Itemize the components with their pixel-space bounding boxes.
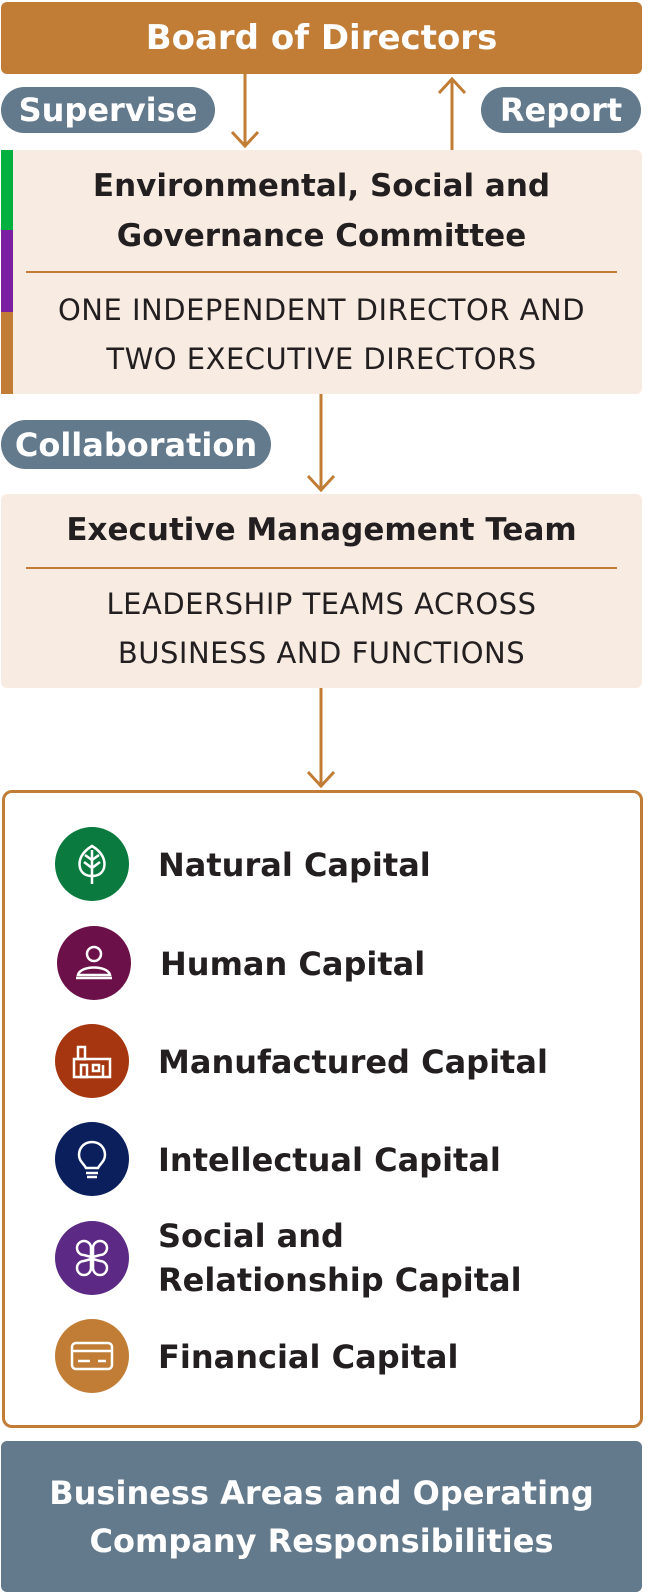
emt-divider [26, 567, 617, 569]
board-label: Board of Directors [145, 18, 498, 58]
esg-stripe-purple [1, 230, 13, 312]
supervise-label: Supervise [18, 91, 198, 129]
report-arrow-up [437, 76, 467, 150]
esg-stripe-green [1, 150, 13, 230]
social-capital-label-line1: Social and [158, 1217, 344, 1255]
supervise-arrow-down [230, 74, 260, 149]
esg-title-line2: Governance Committee [116, 218, 527, 254]
emt-sub-line1: LEADERSHIP TEAMS ACROSS [106, 587, 537, 621]
emt-to-capitals-arrow [306, 688, 336, 789]
esg-sub-line2: TWO EXECUTIVE DIRECTORS [106, 342, 537, 376]
person-icon [57, 926, 131, 1000]
report-pill: Report [481, 87, 641, 133]
esg-stripe-orange [1, 312, 13, 394]
human-capital-label: Human Capital [160, 945, 426, 983]
emt-sub-line2: BUSINESS AND FUNCTIONS [117, 636, 526, 670]
four-petal-icon [55, 1221, 129, 1295]
lightbulb-icon [55, 1122, 129, 1196]
report-label: Report [499, 91, 623, 129]
business-areas-bar: Business Areas and Operating Company Res… [1, 1441, 642, 1592]
esg-sub-line1: ONE INDEPENDENT DIRECTOR AND [57, 293, 586, 327]
business-areas-line1: Business Areas and Operating [49, 1473, 594, 1512]
financial-capital-label: Financial Capital [158, 1338, 459, 1376]
social-capital-label-line2: Relationship Capital [158, 1261, 522, 1299]
collaboration-label: Collaboration [14, 425, 258, 464]
esg-to-emt-arrow [306, 394, 336, 493]
supervise-pill: Supervise [1, 87, 215, 133]
business-areas-line2: Company Responsibilities [89, 1521, 554, 1560]
factory-icon [55, 1024, 129, 1098]
card-icon [55, 1319, 129, 1393]
esg-divider [26, 271, 617, 273]
capitals-box: Natural Capital Human Capital Manufactur… [2, 790, 643, 1428]
esg-committee-panel: Environmental, Social and Governance Com… [1, 150, 642, 394]
intellectual-capital-label: Intellectual Capital [158, 1141, 501, 1179]
natural-capital-label: Natural Capital [158, 846, 431, 884]
esg-title-line1: Environmental, Social and [92, 168, 551, 204]
board-of-directors: Board of Directors [1, 2, 642, 74]
collaboration-pill: Collaboration [1, 420, 271, 469]
emt-title: Executive Management Team [66, 512, 577, 548]
manufactured-capital-label: Manufactured Capital [158, 1043, 548, 1081]
executive-team-panel: Executive Management Team LEADERSHIP TEA… [1, 494, 642, 688]
tree-icon [55, 827, 129, 901]
